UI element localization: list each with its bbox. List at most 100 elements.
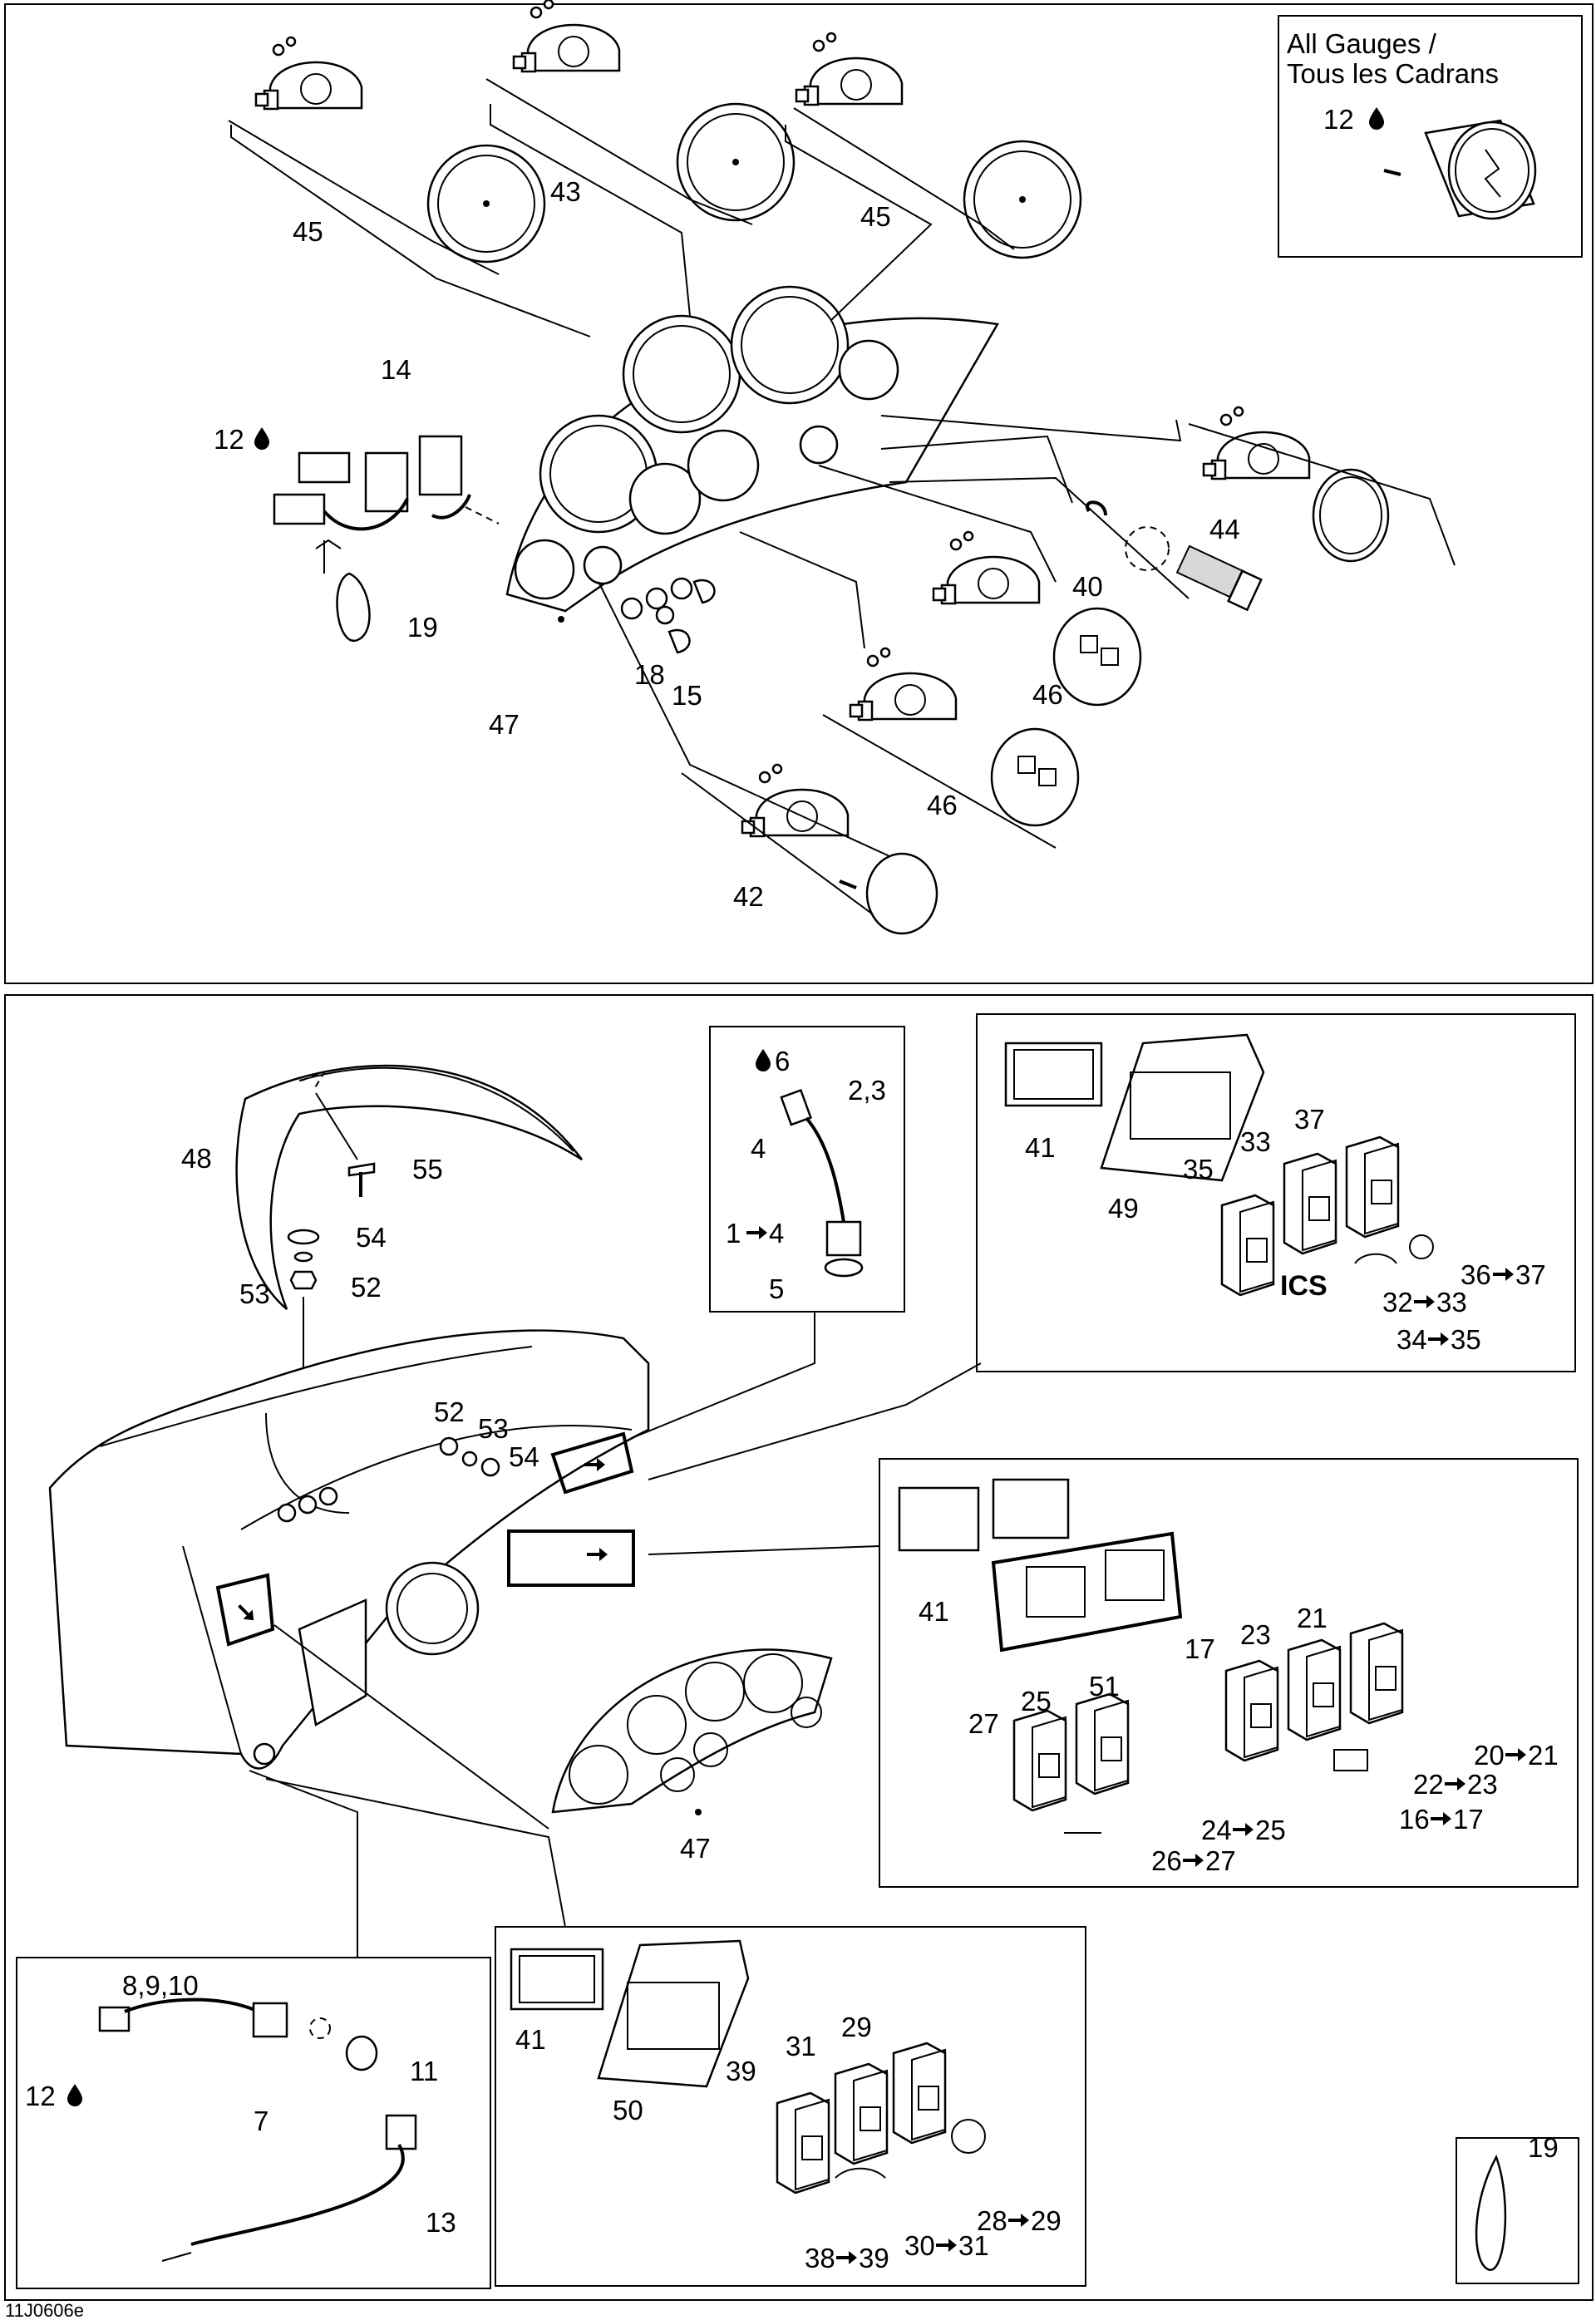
callout-21: 21 [1297,1603,1328,1633]
callout-27: 27 [968,1708,999,1739]
callout-41-top: 41 [1025,1132,1056,1163]
callout-13: 13 [426,2207,456,2238]
callout-7: 7 [254,2106,268,2136]
callout-53-left: 53 [239,1278,270,1309]
top-panel-frame [4,3,1594,984]
arrow-right-icon [1008,2214,1029,2227]
callout-26-to: 27 [1205,1845,1236,1876]
callout-16-to: 17 [1453,1804,1484,1835]
arrow-right-icon [936,2239,957,2252]
callout-32-from: 32 [1382,1287,1413,1318]
callout-19-bottom: 19 [1528,2132,1559,2163]
callout-36-to: 37 [1515,1259,1546,1290]
connector-inset [709,1026,905,1313]
callout-34-to: 35 [1451,1324,1481,1355]
callout-47-top: 47 [489,709,520,740]
callout-25: 25 [1021,1686,1052,1717]
gauge-cluster-panel [505,285,1000,623]
windshield-48 [235,1064,584,1310]
arrow-right-icon [1183,1854,1204,1867]
callout-17: 17 [1185,1633,1215,1664]
arrow-right-icon [1428,1332,1449,1346]
arrow-right-icon [1445,1777,1465,1790]
drop-icon [67,2084,82,2106]
callout-6: 6 [775,1046,790,1076]
callout-44: 44 [1209,514,1240,544]
callout-20-to: 21 [1528,1740,1559,1771]
callout-8-9-10: 8,9,10 [122,1970,199,2001]
callout-18: 18 [634,659,665,690]
callout-34-from: 34 [1396,1324,1427,1355]
gauge-assembly-43 [485,0,796,225]
arrow-right-icon [587,1548,608,1561]
callout-50: 50 [613,2095,643,2125]
callout-51: 51 [1089,1671,1120,1702]
callout-32-to: 33 [1436,1287,1467,1318]
callout-47-bottom: 47 [680,1833,711,1864]
callout-1-to-4-to: 4 [769,1218,784,1249]
arrow-right-icon [1233,1823,1254,1836]
gauge-assembly-45-right [793,32,1082,259]
gauge-assembly-42 [741,763,938,935]
callout-48: 48 [181,1143,212,1174]
ics-label: ICS [1280,1270,1328,1302]
callout-38-from: 38 [805,2243,835,2273]
gauge-assembly-46-lower [849,647,1080,827]
callout-46-upper: 46 [1032,679,1063,710]
callout-35: 35 [1183,1154,1214,1185]
top-leader-lines [230,104,1190,915]
switch-inset-50 [495,1926,1086,2287]
diagram-id: 11J0606e [5,2300,84,2320]
clip-40 [1086,500,1263,612]
callout-4: 4 [751,1133,766,1164]
callout-33: 33 [1240,1126,1271,1157]
arrow-right-icon [1493,1268,1514,1281]
callout-52-left: 52 [351,1272,382,1303]
callout-5: 5 [769,1273,784,1304]
legend-callout: 12 [1323,104,1354,135]
callout-54-right: 54 [509,1441,539,1472]
gauge-cluster-47-small [551,1648,833,1815]
callout-41-mid: 41 [919,1596,949,1627]
switch-inset-51 [879,1458,1579,1888]
switch-inset-49 [976,1013,1576,1372]
callout-54-left: 54 [356,1222,387,1253]
gauge-assembly-45-left [228,36,546,275]
callout-55: 55 [412,1154,443,1185]
callout-24-from: 24 [1201,1815,1232,1845]
callout-16-from: 16 [1399,1804,1430,1835]
callout-24-to: 25 [1255,1815,1286,1845]
callout-20-from: 20 [1474,1740,1505,1771]
callout-26-from: 26 [1151,1845,1182,1876]
callout-1-to-4-from: 1 [726,1218,741,1249]
callout-19-top: 19 [407,612,438,643]
drop-icon [254,427,269,450]
fastener-stack [287,1162,376,1396]
callout-29: 29 [841,2012,872,2042]
callout-46-lower: 46 [927,790,958,820]
callout-12-bottom: 12 [25,2081,56,2111]
legend-line2: Tous les Cadrans [1287,58,1499,89]
callout-38-to: 39 [859,2243,889,2273]
callout-53-right: 53 [478,1413,509,1444]
drop-icon [1369,107,1384,130]
arrow-right-icon [836,2251,857,2264]
arrow-right-icon [1431,1812,1451,1825]
callout-39: 39 [726,2056,756,2086]
callout-31: 31 [786,2031,816,2061]
callout-45-right: 45 [860,201,891,232]
arrow-right-icon [746,1226,767,1239]
callout-28-to: 29 [1031,2205,1062,2236]
gauge-assembly-44 [1188,406,1456,566]
tie-strap-inset [1456,2137,1579,2284]
arrow-right-icon [1414,1295,1435,1308]
key-switch-inset [16,1957,491,2289]
callout-37: 37 [1294,1104,1325,1135]
drop-icon [756,1049,771,1071]
arrow-right-icon [1505,1748,1526,1761]
callout-41-bottom: 41 [515,2024,546,2055]
legend-box: All Gauges / Tous les Cadrans 12 [1278,15,1583,258]
console-housing [48,1329,650,1770]
callout-14: 14 [381,354,411,385]
